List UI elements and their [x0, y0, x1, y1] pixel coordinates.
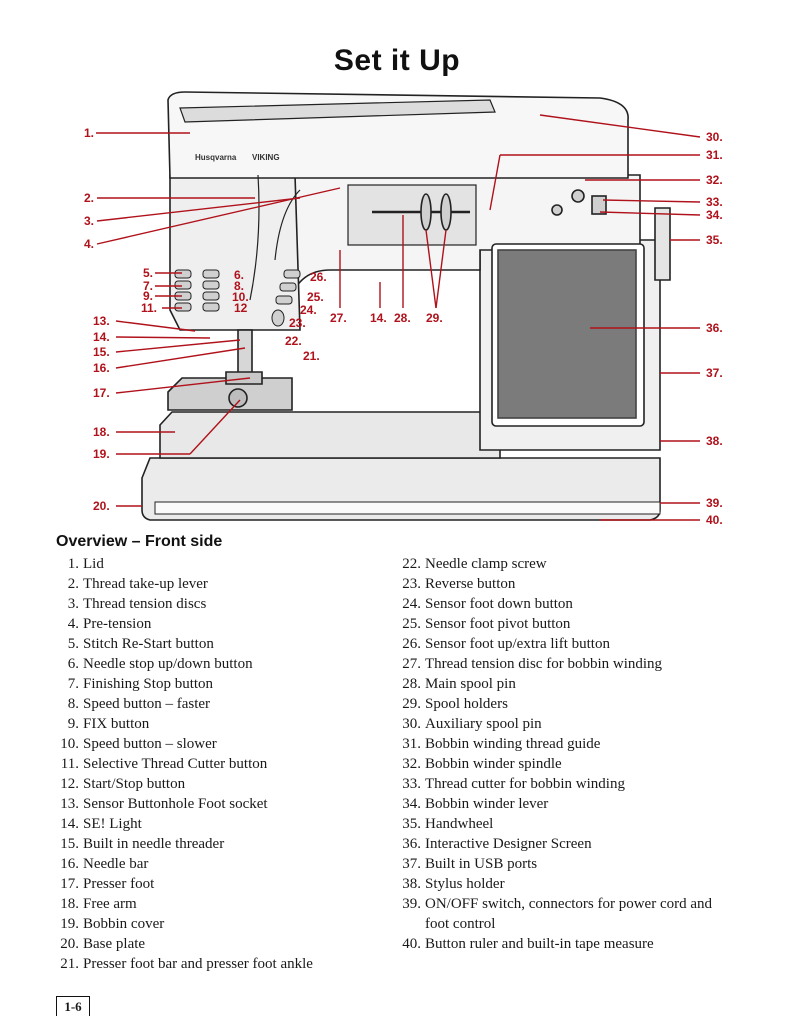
- list-item: 14.SE! Light: [60, 816, 142, 832]
- callout-21: 21.: [303, 349, 320, 363]
- page-title: Set it Up: [333, 44, 461, 77]
- brand-logo: Husqvarna: [195, 153, 237, 162]
- callout-39: 39.: [706, 496, 723, 510]
- sewing-machine-diagram: Husqvarna VIKING: [84, 91, 723, 527]
- callout-31: 31.: [706, 148, 723, 162]
- callout-26: 26.: [310, 270, 327, 284]
- callout-6: 6.: [234, 268, 244, 282]
- list-item: 1.Lid: [67, 556, 104, 572]
- list-item: 31.Bobbin winding thread guide: [402, 736, 601, 752]
- list-item: 27.Thread tension disc for bobbin windin…: [402, 656, 663, 672]
- callout-18: 18.: [93, 425, 110, 439]
- callout-16: 16.: [93, 361, 110, 375]
- list-item: 15.Built in needle threader: [60, 836, 225, 852]
- page-number: 1-6: [56, 996, 90, 1016]
- callout-lines: [96, 114, 701, 521]
- list-item: 29.Spool holders: [402, 696, 508, 712]
- list-item: 40.Button ruler and built-in tape measur…: [402, 936, 654, 952]
- callout-23: 23.: [289, 316, 306, 330]
- callout-10: 10.: [232, 290, 249, 304]
- list-item: 20.Base plate: [60, 936, 146, 952]
- callout-38: 38.: [706, 434, 723, 448]
- callout-36: 36.: [706, 321, 723, 335]
- callout-20: 20.: [93, 499, 110, 513]
- list-item: 8.Speed button – faster: [67, 696, 211, 712]
- callout-15: 15.: [93, 345, 110, 359]
- callout-40: 40.: [706, 513, 723, 527]
- list-item: 13.Sensor Buttonhole Foot socket: [60, 796, 268, 812]
- callout-3: 3.: [84, 214, 94, 228]
- list-item: 2.Thread take-up lever: [67, 576, 208, 592]
- callout-32: 32.: [706, 173, 723, 187]
- callout-22: 22.: [285, 334, 302, 348]
- callout-1: 1.: [84, 126, 94, 140]
- callout-27: 27.: [330, 311, 347, 325]
- machine-illustration: [141, 91, 671, 521]
- list-item: 3.Thread tension discs: [67, 596, 207, 612]
- section-heading: Overview – Front side: [56, 533, 223, 550]
- parts-list-left: 1.Lid 2.Thread take-up lever 3.Thread te…: [56, 554, 386, 974]
- list-item: 36.Interactive Designer Screen: [402, 836, 592, 852]
- callout-24: 24.: [300, 303, 317, 317]
- parts-list-right: 22.Needle clamp screw 23.Reverse button …: [396, 554, 716, 954]
- list-item: 28.Main spool pin: [402, 676, 516, 692]
- callout-37: 37.: [706, 366, 723, 380]
- callout-28: 28.: [394, 311, 411, 325]
- tape-measure: [154, 501, 661, 515]
- list-item: 4.Pre-tension: [67, 616, 152, 632]
- callout-5: 5.: [143, 266, 153, 280]
- callout-4: 4.: [84, 237, 94, 251]
- callout-7: 7.: [143, 279, 153, 293]
- callout-33: 33.: [706, 195, 723, 209]
- list-item: 30.Auxiliary spool pin: [402, 716, 542, 732]
- callout-19: 19.: [93, 447, 110, 461]
- list-item: 9.FIX button: [67, 716, 150, 732]
- list-item: 26.Sensor foot up/extra lift button: [402, 636, 610, 652]
- callout-17: 17.: [93, 386, 110, 400]
- list-item: 12.Start/Stop button: [60, 776, 186, 792]
- list-item: 32.Bobbin winder spindle: [402, 756, 562, 772]
- list-item: 38.Stylus holder: [402, 876, 505, 892]
- list-item: 5.Stitch Re-Start button: [67, 636, 214, 652]
- list-item: 33.Thread cutter for bobbin winding: [402, 776, 625, 792]
- list-item: 21.Presser foot bar and presser foot ank…: [60, 956, 313, 972]
- list-item: 22.Needle clamp screw: [402, 556, 547, 572]
- list-item: 25.Sensor foot pivot button: [402, 616, 571, 632]
- callout-14b: 14.: [370, 311, 387, 325]
- list-item: 11.Selective Thread Cutter button: [60, 756, 268, 772]
- list-item: 23.Reverse button: [402, 576, 516, 592]
- list-item: 37.Built in USB ports: [402, 856, 538, 872]
- callout-34: 34.: [706, 208, 723, 222]
- list-item: 39.ON/OFF switch, connectors for power c…: [402, 896, 713, 932]
- list-item: 18.Free arm: [60, 896, 137, 912]
- list-item: 35.Handwheel: [402, 816, 494, 832]
- callout-9: 9.: [143, 289, 153, 303]
- brand-logo-2: VIKING: [252, 153, 280, 162]
- callout-25: 25.: [307, 290, 324, 304]
- callout-35: 35.: [706, 233, 723, 247]
- callout-14: 14.: [93, 330, 110, 344]
- handwheel: [654, 207, 671, 281]
- callout-8: 8.: [234, 279, 244, 293]
- list-item: 6.Needle stop up/down button: [67, 656, 253, 672]
- list-item: 16.Needle bar: [60, 856, 149, 872]
- list-item: 7.Finishing Stop button: [67, 676, 214, 692]
- callout-2: 2.: [84, 191, 94, 205]
- list-item: 17.Presser foot: [60, 876, 155, 892]
- callout-11: 11.: [141, 301, 157, 315]
- list-item: 10.Speed button – slower: [60, 736, 217, 752]
- callout-12: 12: [234, 301, 248, 315]
- callout-29: 29.: [426, 311, 443, 325]
- list-item: 19.Bobbin cover: [60, 916, 165, 932]
- callout-13: 13.: [93, 314, 110, 328]
- callout-30: 30.: [706, 130, 723, 144]
- list-item: 24.Sensor foot down button: [402, 596, 573, 612]
- list-item: 34.Bobbin winder lever: [402, 796, 549, 812]
- free-arm: [159, 411, 501, 459]
- callout-labels: 1. 2. 3. 4. 5. 6. 7. 8. 9. 10. 11. 12 13…: [84, 126, 723, 527]
